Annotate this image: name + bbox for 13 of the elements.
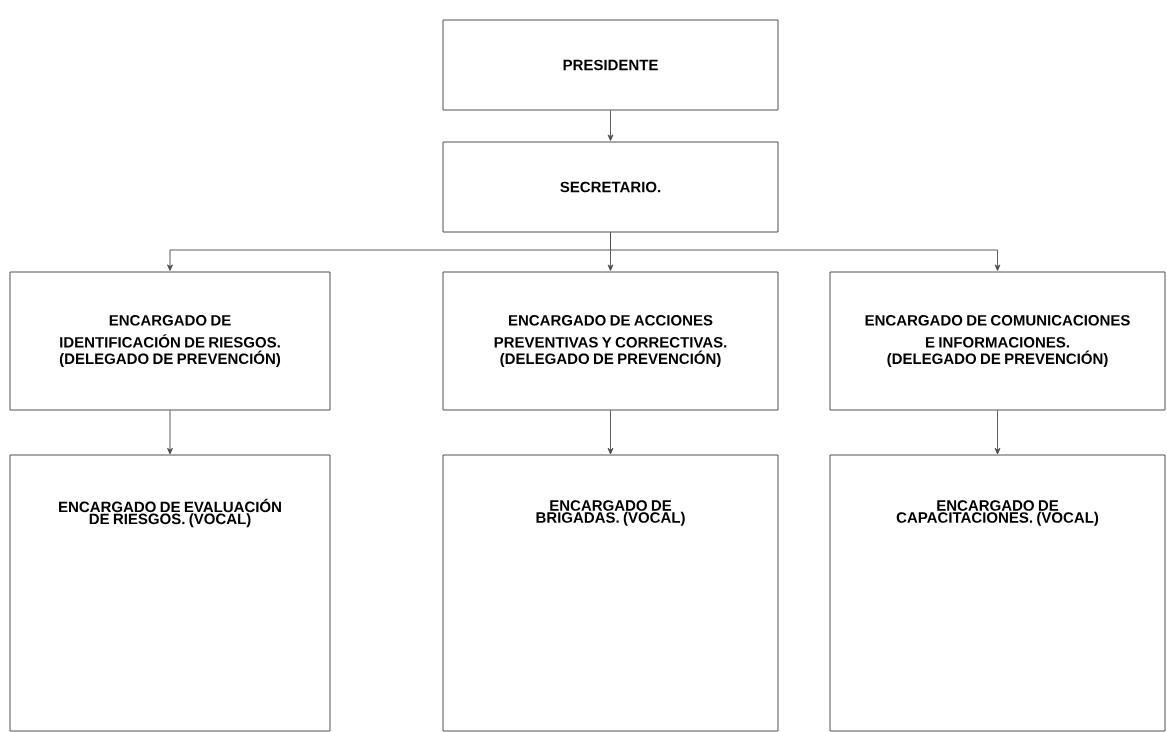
org-box: ENCARGADO DE ACCIONES PREVENTIVAS Y CORRECTIVAS. (DELEGADO DE PREVENCIÓN) xyxy=(442,271,779,411)
org-box: SECRETARIO. xyxy=(442,141,779,233)
org-box: ENCARGADO DE COMUNICACIONES E INFORMACIONES. (DELEGADO DE PREVENCIÓN) xyxy=(829,271,1166,411)
org-box: ENCARGADO DE CAPACITACIONES. (VOCAL) xyxy=(829,454,1166,732)
arrow xyxy=(610,232,1001,271)
arrow xyxy=(607,410,614,455)
org-box: ENCARGADO DE BRIGADAS. (VOCAL) xyxy=(442,454,779,732)
org-box: ENCARGADO DE IDENTIFICACIÓN DE RIESGOS. (DELEGADO DE PREVENCIÓN) xyxy=(9,271,331,411)
org-box: PRESIDENTE xyxy=(442,19,779,111)
arrow xyxy=(607,110,614,141)
org-box: ENCARGADO DE EVALUACIÓN DE RIESGOS. (VOCAL) xyxy=(9,454,331,732)
arrow xyxy=(167,410,173,455)
arrow xyxy=(994,410,1001,455)
